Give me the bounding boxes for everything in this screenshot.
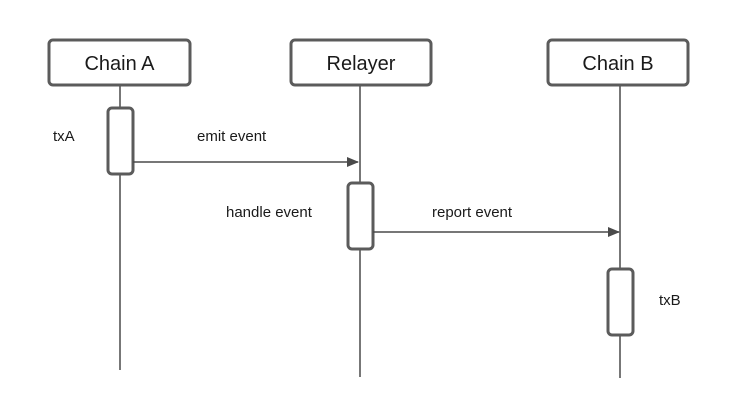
emit-event-label: emit event [197,128,267,145]
participant-relayer-label: Relayer [327,53,396,75]
tx-b-label: txB [659,292,681,309]
participant-chain-b-label: Chain B [582,53,653,75]
tx-a-label: txA [53,128,75,145]
participant-chain-a-label: Chain A [84,53,155,75]
participant-relayer: Relayer [289,38,433,87]
activation-tx-b [606,267,635,337]
participant-chain-a: Chain A [47,38,192,87]
handle-event-label: handle event [226,204,313,221]
participant-chain-b: Chain B [546,38,690,87]
activation-handle-event [346,181,375,251]
report-event-label: report event [432,204,513,221]
activation-tx-a [106,106,135,176]
